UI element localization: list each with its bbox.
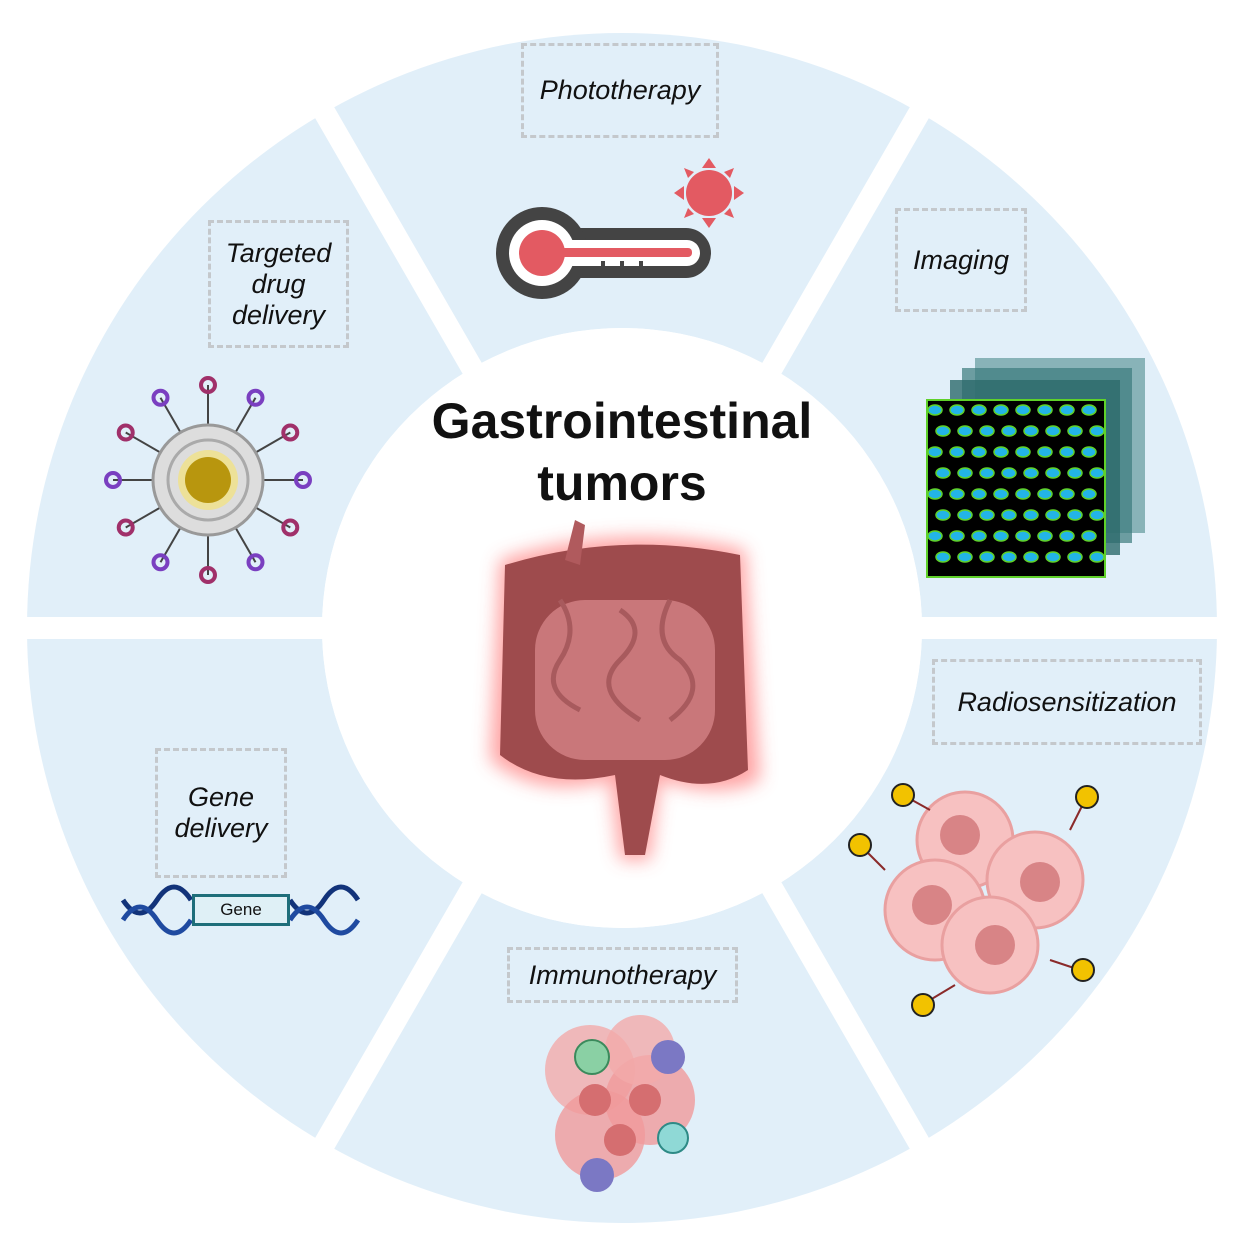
cell-imaging-stack-icon <box>926 358 1145 578</box>
nanoparticle-icon <box>104 376 312 584</box>
intestine-icon <box>490 520 760 860</box>
label-phototherapy: Phototherapy <box>521 43 719 138</box>
immune-cells-tumor-icon <box>545 1015 695 1192</box>
sun-icon <box>674 158 744 228</box>
label-immunotherapy: Immunotherapy <box>507 947 738 1003</box>
label-imaging: Imaging <box>895 208 1027 312</box>
gene-box: Gene <box>192 894 290 926</box>
thermometer-icon <box>496 207 711 299</box>
label-gene-delivery: Gene delivery <box>155 748 287 878</box>
dna-icon <box>120 884 361 936</box>
title-line-1: Gastrointestinal <box>431 393 813 449</box>
title-line-2: tumors <box>537 455 707 511</box>
central-title: Gastrointestinal tumors <box>372 390 872 514</box>
irradiated-tumor-cells-icon <box>848 783 1099 1017</box>
label-targeted-drug-delivery: Targeted drug delivery <box>208 220 349 348</box>
label-radiosensitization: Radiosensitization <box>932 659 1202 745</box>
